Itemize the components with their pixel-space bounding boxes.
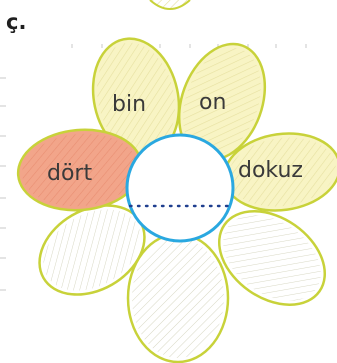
petal-top-right [177, 42, 267, 162]
petal-label-right: dokuz [238, 158, 303, 183]
petal-label-top-left: bin [112, 92, 147, 117]
petal-left-highlighted [16, 128, 144, 212]
petal-bottom-right [217, 210, 327, 306]
guide-dashes [0, 44, 307, 291]
previous-flower-petal [149, 0, 191, 10]
petal-bottom [126, 232, 230, 363]
petal-label-top-right: on [199, 90, 227, 115]
petal-label-left: dört [47, 161, 93, 186]
exercise-marker: ç. [6, 10, 27, 34]
petal-top-left [91, 37, 181, 159]
center-circle[interactable] [125, 133, 235, 243]
